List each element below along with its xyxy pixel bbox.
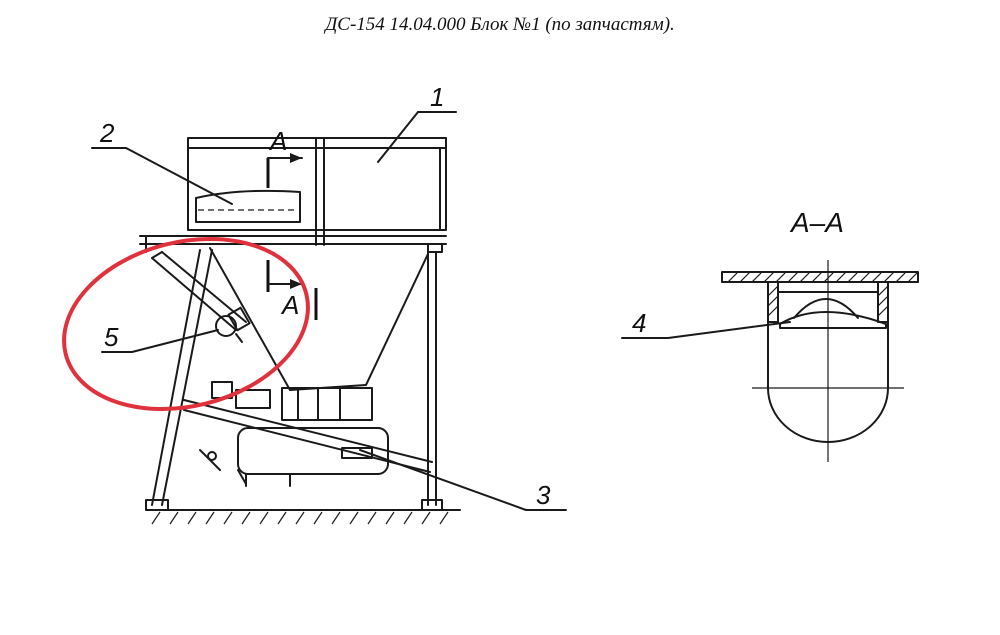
section-marker-bottom: А — [266, 260, 318, 320]
section-view-title: А–А — [789, 207, 844, 238]
callout-number-4: 4 — [632, 308, 646, 338]
feed-box — [187, 137, 447, 246]
ground-hatch — [149, 509, 461, 525]
drive-unit — [199, 381, 373, 485]
side-chute — [151, 251, 247, 331]
vibrator-unit — [215, 306, 251, 343]
section-marker-top: А — [266, 126, 303, 188]
section-view-a-a: А–А — [621, 207, 919, 462]
callout-number-2: 2 — [99, 118, 115, 148]
callout-2: 2 — [91, 118, 233, 205]
page-title: ДС-154 14.04.000 Блок №1 (по запчастям). — [325, 14, 675, 35]
callout-1: 1 — [377, 82, 457, 163]
callout-number-1: 1 — [430, 82, 444, 112]
main-assembly-view: А А 1 2 3 5 — [62, 82, 567, 525]
highlight-ellipse — [62, 236, 310, 412]
screw-conveyor — [183, 399, 433, 487]
section-letter-top: А — [268, 126, 287, 156]
support-legs — [145, 249, 443, 511]
frame-platform — [139, 235, 447, 253]
callout-number-5: 5 — [104, 322, 119, 352]
callout-4: 4 — [621, 308, 791, 339]
callout-5: 5 — [101, 322, 219, 353]
callout-number-3: 3 — [536, 480, 551, 510]
callout-3: 3 — [359, 449, 567, 511]
section-letter-bottom: А — [280, 290, 299, 320]
